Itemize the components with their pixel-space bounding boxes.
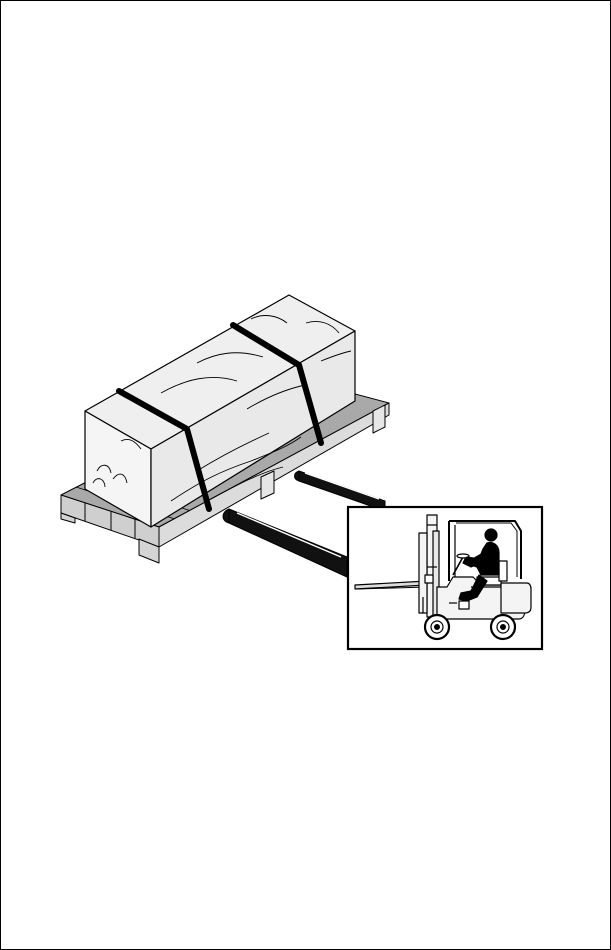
forklift-icon — [354, 514, 532, 641]
wrap-wrinkles — [92, 315, 352, 502]
forklift-forks — [222, 470, 386, 578]
fork-rear — [298, 470, 386, 512]
strap-left — [116, 388, 212, 512]
crate-straps — [116, 322, 324, 512]
forklift-wheels — [423, 613, 517, 641]
wrapped-crate — [84, 294, 356, 528]
fork-front — [228, 508, 348, 578]
forklift-inset — [346, 505, 544, 651]
strap-right — [230, 322, 324, 446]
forklift-operator — [458, 528, 500, 602]
